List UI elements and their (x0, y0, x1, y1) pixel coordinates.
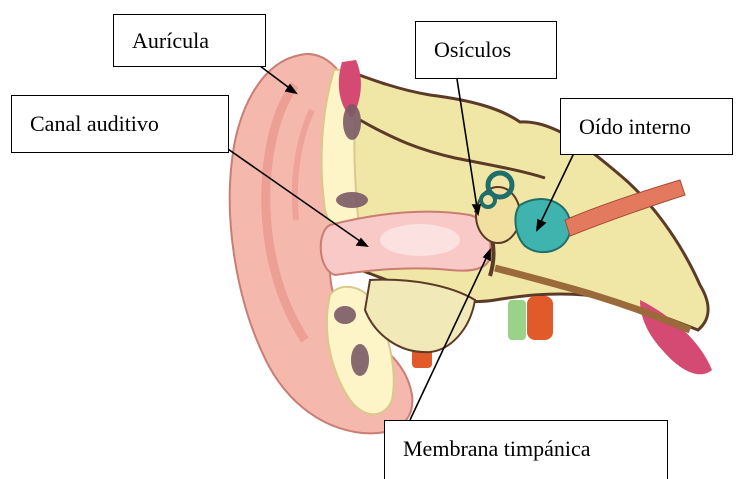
label-auricula-text: Aurícula (132, 30, 209, 52)
label-canal-auditivo-text: Canal auditivo (30, 113, 159, 135)
vessel-green (508, 300, 526, 340)
tissue-lump-1 (343, 104, 361, 140)
vessel-orange-1 (527, 296, 553, 340)
label-oido-interno-text: Oído interno (579, 116, 691, 138)
label-osiculos: Osículos (415, 21, 557, 79)
canal-highlight (380, 224, 460, 256)
tissue-lump-4 (351, 344, 369, 376)
label-oido-interno: Oído interno (560, 98, 733, 155)
label-osiculos-text: Osículos (434, 39, 511, 61)
label-auricula: Aurícula (113, 14, 266, 67)
tissue-lump-2 (336, 192, 368, 208)
tissue-lump-3 (334, 306, 356, 324)
label-canal-auditivo: Canal auditivo (11, 95, 229, 153)
label-membrana-timpanica: Membrana timpánica (384, 420, 668, 479)
label-membrana-timpanica-text: Membrana timpánica (403, 438, 591, 460)
